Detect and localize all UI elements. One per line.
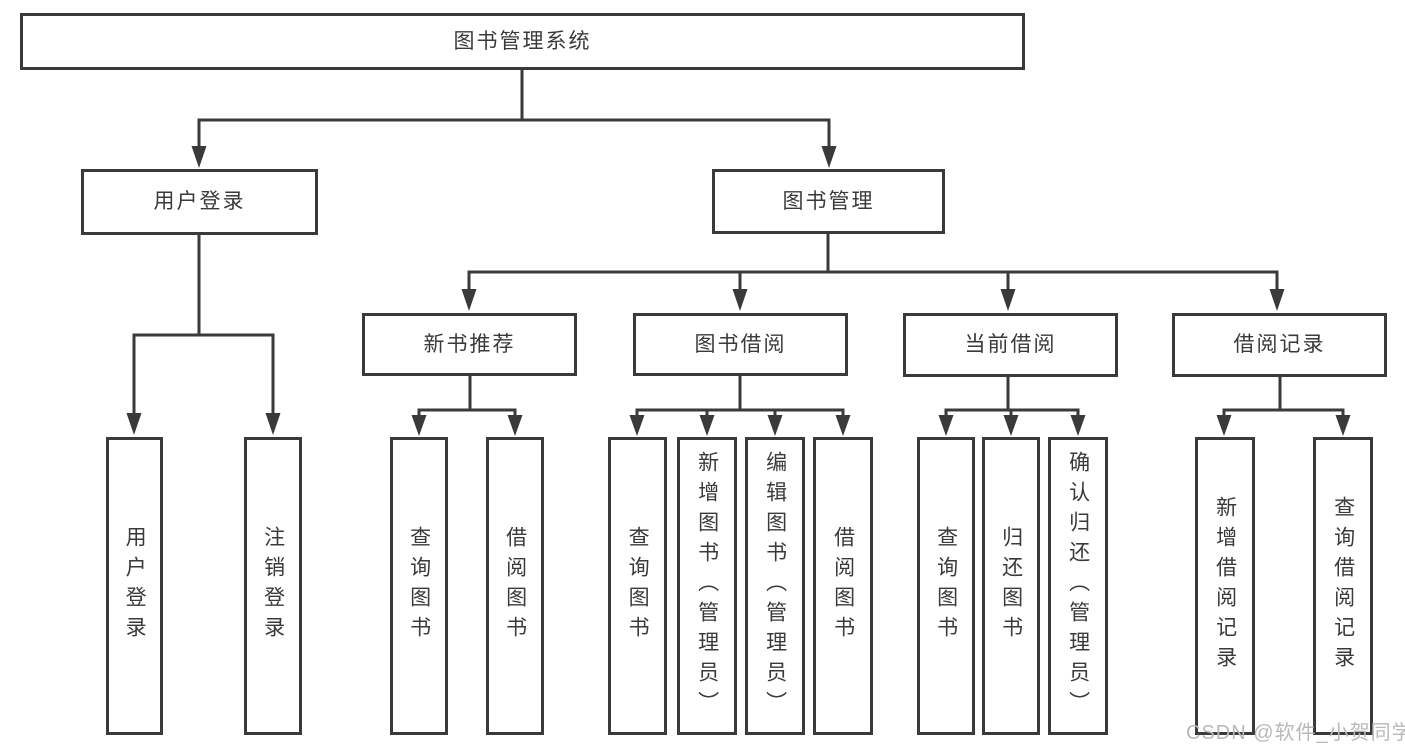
leaf-cb-return-books: 归还图书 <box>982 437 1040 735</box>
arrowhead <box>1070 415 1086 436</box>
arrowhead <box>732 289 748 311</box>
arrowhead <box>191 146 207 168</box>
leaf-br-add-record: 新增借阅记录 <box>1195 437 1255 735</box>
node-new-book-recommendation: 新书推荐 <box>362 313 577 376</box>
leaf-cb-query-books: 查询图书 <box>917 437 975 735</box>
node-current-borrowing: 当前借阅 <box>903 313 1118 377</box>
arrowhead <box>767 415 783 436</box>
arrowhead <box>1335 415 1351 436</box>
leaf-bb-borrow-books: 借阅图书 <box>813 437 873 735</box>
leaf-bb-edit-books-admin: 编辑图书（管理员） <box>745 437 805 735</box>
arrowhead <box>821 146 837 168</box>
node-user-login-branch: 用户登录 <box>81 169 318 235</box>
arrowhead <box>1269 289 1285 311</box>
arrowhead <box>461 289 477 311</box>
arrowhead <box>265 413 281 435</box>
arrowhead <box>938 415 954 436</box>
arrowhead <box>835 415 851 436</box>
leaf-br-query-record: 查询借阅记录 <box>1313 437 1373 735</box>
leaf-nbr-query-books: 查询图书 <box>390 437 448 735</box>
arrowhead <box>126 413 142 435</box>
arrowhead <box>1216 415 1232 436</box>
arrowhead <box>699 415 715 436</box>
leaf-user-login: 用户登录 <box>106 437 163 735</box>
leaf-nbr-borrow-books: 借阅图书 <box>486 437 544 735</box>
node-book-borrowing: 图书借阅 <box>633 313 848 376</box>
arrowhead <box>507 415 523 436</box>
leaf-bb-add-books-admin: 新增图书（管理员） <box>677 437 737 735</box>
node-library-management-system: 图书管理系统 <box>20 13 1025 70</box>
arrowhead <box>1003 415 1019 436</box>
watermark-text: CSDN @软件_小贺同学 <box>1186 722 1405 744</box>
arrowhead <box>629 415 645 436</box>
arrowhead <box>1000 289 1016 311</box>
leaf-logout: 注销登录 <box>244 437 302 735</box>
node-borrowing-records: 借阅记录 <box>1172 313 1387 377</box>
leaf-bb-query-books: 查询图书 <box>608 437 667 735</box>
arrowhead <box>411 415 427 436</box>
node-book-management-branch: 图书管理 <box>712 169 945 234</box>
leaf-cb-confirm-return-admin: 确认归还（管理员） <box>1048 437 1108 735</box>
